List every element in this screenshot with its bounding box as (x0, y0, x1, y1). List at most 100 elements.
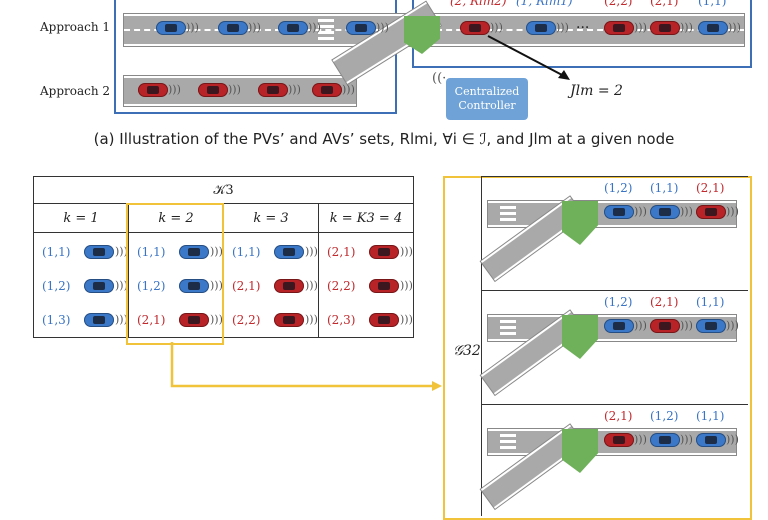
car-av (84, 313, 114, 327)
vehicle-label: (2,1) (604, 409, 633, 423)
vehicle-label: (2,1) (327, 245, 356, 259)
car-pv (258, 83, 288, 97)
k-cell: (2,1)))) (129, 303, 223, 337)
signal-icon: ))) (305, 313, 318, 326)
car-pv (179, 313, 209, 327)
vehicle-label: (2,1) (232, 279, 261, 293)
car-av (156, 21, 186, 35)
car-av (698, 21, 728, 35)
vehicle-label: (1,1) (232, 245, 261, 259)
car-pv (274, 313, 304, 327)
car-pv (312, 83, 342, 97)
j-label: Jlm = 2 (570, 83, 623, 99)
crosswalk (500, 431, 516, 452)
signal-icon: ))) (680, 205, 693, 218)
signal-icon: ))) (726, 205, 739, 218)
crosswalk-1 (318, 16, 334, 43)
connector-arrow (170, 342, 442, 391)
g32-inner-border (481, 176, 482, 516)
car-av (218, 21, 248, 35)
signal-icon: ))) (726, 319, 739, 332)
signal-icon: ))) (400, 279, 413, 292)
k-table-title: 𝒦3 (33, 176, 414, 204)
approach-1-label: Approach 1 (40, 20, 111, 34)
label-r-lm2: (2, Rlm2) (450, 0, 507, 8)
vehicle-label: (2,1) (696, 181, 725, 195)
signal-icon: ))) (400, 245, 413, 258)
g32-scene: (1,2))))(2,1))))(1,1)))) (480, 290, 748, 401)
k-header: k = K3 = 4 (318, 203, 414, 233)
car-av (650, 433, 680, 447)
k-header: k = 2 (128, 203, 224, 233)
signal-icon: ))) (115, 245, 128, 258)
k-cell: (1,1)))) (34, 235, 128, 269)
signal-icon: ))) (210, 279, 223, 292)
car-av (696, 319, 726, 333)
vehicle-label: (1,2) (604, 181, 633, 195)
label-22: (2,2) (604, 0, 633, 8)
car-pv (369, 279, 399, 293)
car-av (650, 205, 680, 219)
car-av (604, 205, 634, 219)
k-cell: (1,3)))) (34, 303, 128, 337)
label-r-lm1: (1, Rlm1) (516, 0, 573, 8)
g32-scene: (1,2))))(1,1))))(2,1)))) (480, 176, 748, 287)
vehicle-label: (2,2) (232, 313, 261, 327)
k-cell: (2,3)))) (319, 303, 413, 337)
controller-label: Centralized Controller (454, 85, 520, 112)
k-table: 𝒦3 k = 1 k = 2 k = 3 k = K3 = 4 (1,1))))… (33, 176, 414, 338)
car-pv (460, 21, 490, 35)
k-cell: (1,2)))) (34, 269, 128, 303)
caption-a: (a) Illustration of the PVs’ and AVs’ se… (93, 130, 675, 148)
vehicle-label: (2,3) (327, 313, 356, 327)
signal-icon: ))) (305, 279, 318, 292)
car-av (179, 245, 209, 259)
signal-icon: ))) (634, 433, 647, 446)
merge-zone (562, 429, 598, 473)
k-header: k = 1 (33, 203, 129, 233)
vehicle-label: (1,2) (137, 279, 166, 293)
car-pv (604, 433, 634, 447)
car-av (274, 245, 304, 259)
k-cell: (2,2)))) (224, 303, 318, 337)
signal-icon: ))) (680, 319, 693, 332)
signal-icon: ))) (680, 433, 693, 446)
vehicle-label: (2,2) (327, 279, 356, 293)
centralized-controller: Centralized Controller (446, 78, 528, 120)
signal-icon: ))) (726, 433, 739, 446)
car-pv (650, 319, 680, 333)
vehicle-label: (1,3) (42, 313, 71, 327)
vehicle-label: (1,1) (650, 181, 679, 195)
car-av (526, 21, 556, 35)
car-av (179, 279, 209, 293)
signal-icon: ))) (115, 279, 128, 292)
k-cell: (2,2)))) (319, 269, 413, 303)
ellipsis: ··· (576, 20, 590, 36)
car-pv (650, 21, 680, 35)
k-column-4: (2,1))))(2,2))))(2,3)))) (318, 232, 414, 338)
k-header: k = 3 (223, 203, 319, 233)
k-column-1: (1,1))))(1,2))))(1,3)))) (33, 232, 129, 338)
car-av (84, 245, 114, 259)
crosswalk (500, 203, 516, 224)
k-cell: (2,1)))) (319, 235, 413, 269)
car-av (346, 21, 376, 35)
car-pv (274, 279, 304, 293)
j-arrow (487, 35, 570, 80)
signal-icon: ))) (634, 319, 647, 332)
car-av (604, 319, 634, 333)
wifi-icon: ((· (432, 71, 447, 86)
signal-icon: ))) (115, 313, 128, 326)
signal-icon: ))) (210, 313, 223, 326)
k-cell: (1,1)))) (129, 235, 223, 269)
merge-zone (562, 315, 598, 359)
k-cell: (1,2)))) (129, 269, 223, 303)
vehicle-label: (1,2) (650, 409, 679, 423)
car-av (696, 433, 726, 447)
car-av (278, 21, 308, 35)
signal-icon: ))) (210, 245, 223, 258)
crosswalk (500, 317, 516, 338)
signal-icon: ))) (305, 245, 318, 258)
vehicle-label: (2,1) (137, 313, 166, 327)
label-21: (2,1) (650, 0, 679, 8)
